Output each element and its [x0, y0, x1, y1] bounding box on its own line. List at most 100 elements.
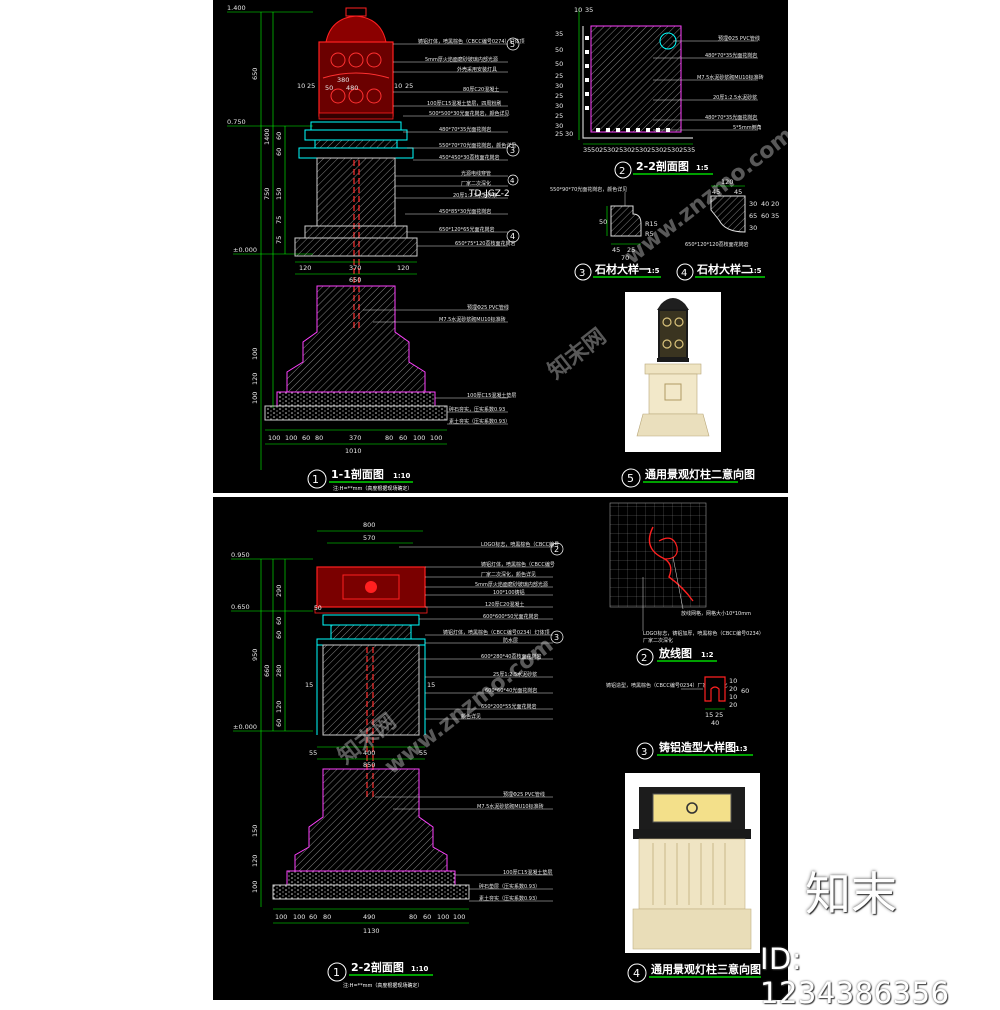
b-bdim-total-1130: 1130: [363, 927, 380, 935]
d4-dim-2: 45: [734, 188, 742, 196]
b-vdim-280: 280: [275, 665, 283, 677]
b-title3-num: 3: [641, 747, 647, 758]
b-title1-num: 1: [333, 966, 340, 979]
label-3: 80厚C20混凝土: [463, 86, 499, 93]
grid-label-1: LOGO标志，铸铝加厚，喷黑棕色（CBCC编号0234）: [643, 630, 764, 637]
alu-dim-4: 20: [729, 685, 737, 693]
alu-dim-2: 60: [741, 687, 749, 695]
b-vdim-60c: 60: [275, 719, 283, 727]
label-9: 光源电线穿管: [461, 170, 491, 177]
lamp-post-render-3: 4 通用景观灯柱三意向图: [625, 773, 761, 983]
b-label-10: 600*280*40荔枝面花岗岩: [481, 653, 541, 660]
label-13: 650*120*65光面花岗岩: [439, 226, 494, 233]
d3-label: 550*90*70光面花岗岩，颜色详见: [550, 186, 627, 193]
b-bdim-4: 490: [363, 913, 375, 921]
d2-v-3: 25: [555, 72, 563, 80]
b-vdim-120a: 120: [275, 701, 283, 713]
b-label-2: 铸铝灯体，喷黑棕色（CBCC编号: [481, 561, 555, 568]
label-11: 20厚1:2.5水泥砂浆: [453, 192, 497, 199]
d2-label-1: 480*70*35光面花岗岩: [705, 52, 757, 59]
d4-dim-6: 40: [761, 200, 769, 208]
grid-label-2: 厂家二次深化: [643, 637, 673, 644]
d2-b-8: 25: [647, 146, 655, 154]
b-bdim-3: 80: [323, 913, 331, 921]
label-12: 450*85*30光面花岗岩: [439, 208, 491, 215]
section-1-1-drawing: 1.400 0.750 ±0.000 650 1400 60 60 150 75…: [227, 4, 525, 492]
bdim-8: 100: [430, 434, 442, 442]
bottom-drawing-panel: 0.950 0.650 ±0.000 290 950 60 60 280 660…: [213, 497, 788, 1000]
d2-b-10: 25: [663, 146, 671, 154]
b-label-16: M7.5水泥砂浆砌MU10标准砖: [477, 803, 544, 810]
bdim-7: 100: [413, 434, 425, 442]
label-15: 预埋Φ25 PVC管线: [467, 304, 509, 311]
d4-dim-1: 45: [712, 188, 720, 196]
d2-v-7: 25: [555, 112, 563, 120]
d2-label-4: 480*70*35光面花岗岩: [705, 114, 757, 121]
layout-grid-drawing: 放线网格，网格大小10*10mm LOGO标志，铸铝加厚，喷黑棕色（CBCC编号…: [609, 502, 764, 666]
b-label-8: 铸铝灯体，喷黑棕色（CBCC编号0234）灯体顶: [443, 629, 550, 636]
marker-5: 5: [510, 40, 515, 49]
d2-b-7: 30: [639, 146, 647, 154]
column-capital: [298, 121, 414, 159]
d3-dim-5: R5: [645, 230, 654, 238]
d2-label-0: 预埋Φ25 PVC管线: [718, 35, 760, 42]
d2-b-6: 25: [631, 146, 639, 154]
hdim-mid-120b: 120: [397, 264, 409, 272]
b-hdim-800: 800: [363, 521, 375, 529]
d2-b-13: 35: [687, 146, 695, 154]
elev-000: ±0.000: [233, 246, 257, 254]
b-bdim-5: 80: [409, 913, 417, 921]
stone-detail-1: 550*90*70光面花岗岩，颜色详见 50 45 25 70 R15 R5 3…: [550, 186, 661, 281]
d3-dim-1: 45: [612, 246, 620, 254]
d4-dim-4: 65: [749, 212, 757, 220]
b-label-15: 预埋Φ25 PVC管线: [503, 791, 545, 798]
hdim-mid-370: 370: [349, 264, 361, 272]
d4-dim-8: 20: [771, 200, 779, 208]
alu-dim-7: 40: [711, 719, 719, 727]
d3-dim-3: 70: [621, 254, 629, 262]
b-title2-scale: 1:2: [701, 651, 714, 659]
vdim-1400: 1400: [263, 128, 271, 145]
hdim-10a: 10: [394, 82, 402, 90]
d2-v-4: 30: [555, 82, 563, 90]
b-label-17: 100厚C15混凝土垫层: [503, 869, 552, 876]
column-shaft: [316, 157, 396, 227]
b-elev-000: ±0.000: [233, 723, 257, 731]
b-marker-50: 50: [314, 605, 322, 612]
b-label-12: 600*60*40光面花岗岩: [485, 687, 537, 694]
alu-dim-3: 10: [729, 677, 737, 685]
label-8: 450*450*30荔枝面花岗岩: [439, 154, 499, 161]
vdim-60b: 60: [275, 148, 283, 156]
b-bdim-7: 100: [437, 913, 449, 921]
b-bdim-0: 100: [275, 913, 287, 921]
vdim-60a: 60: [275, 132, 283, 140]
grid-label-0: 放线网格，网格大小10*10mm: [681, 610, 751, 617]
b-label-13: 650*200*55光面花岗岩: [481, 703, 536, 710]
b-elev-0650: 0.650: [231, 603, 250, 611]
label-4: 100厚C15混凝土垫层，四周粉刷: [427, 100, 501, 107]
vdim-120: 120: [251, 373, 259, 385]
d4-dim-0: 120: [721, 178, 733, 186]
d2-b-5: 30: [623, 146, 631, 154]
cast-aluminium-detail: 铸铝造型，喷黑棕色（CBCC编号0234）厂家二次深化 15 25 60 10 …: [606, 676, 753, 760]
label-18: 碎石夯实，压实系数0.93: [449, 406, 505, 413]
hdim-total-650: 650: [349, 276, 361, 284]
label-14: 650*75*120荔枝面花岗岩: [455, 240, 515, 247]
title3-num: 3: [579, 268, 585, 279]
alu-dim-6: 20: [729, 701, 737, 709]
d2-v-5: 25: [555, 92, 563, 100]
d2-b-9: 30: [655, 146, 663, 154]
b-mid-55b: 55: [419, 749, 427, 757]
title3-scale: 1:5: [647, 267, 660, 275]
d2-v-0: 35: [555, 30, 563, 38]
elev-0750: 0.750: [227, 118, 246, 126]
b-vdim-60b: 60: [275, 631, 283, 639]
top-drawing-panel: 1.400 0.750 ±0.000 650 1400 60 60 150 75…: [213, 0, 788, 493]
b-elev-0950: 0.950: [231, 551, 250, 559]
b-title1-scale: 1:10: [411, 965, 429, 973]
vdim-75b: 75: [275, 236, 283, 244]
marker-3: 3: [510, 146, 515, 155]
b-bdim-2: 60: [309, 913, 317, 921]
d2-v-9: 25: [555, 130, 563, 138]
title5-name: 通用景观灯柱二意向图: [645, 467, 755, 481]
